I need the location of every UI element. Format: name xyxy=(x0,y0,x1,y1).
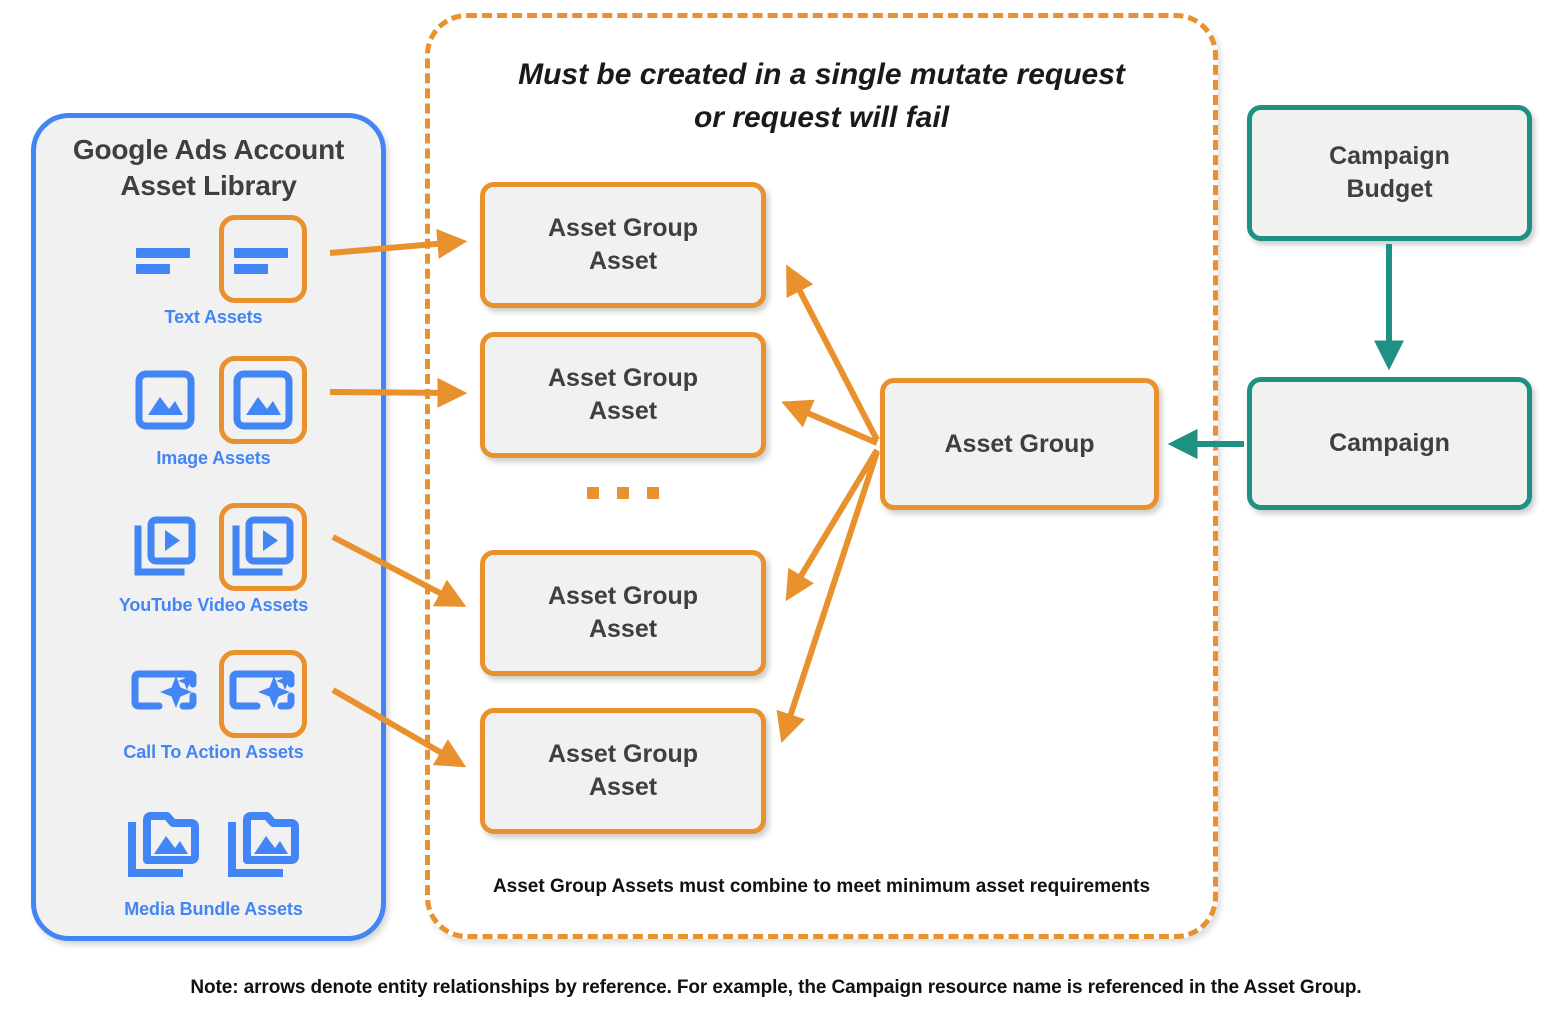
campaign-budget-node[interactable]: Campaign Budget xyxy=(1247,105,1532,241)
asset-row-media-bundle[interactable]: Media Bundle Assets xyxy=(36,793,391,920)
image-asset-icon-glyph xyxy=(135,370,194,430)
asset-label-image: Image Assets xyxy=(156,448,271,468)
media-bundle-asset-icon-group xyxy=(36,793,391,897)
campaign-label: Campaign xyxy=(1329,429,1450,457)
asset-group-asset-node-4[interactable]: Asset Group Asset xyxy=(480,708,766,834)
asset-row-image[interactable]: Image Assets xyxy=(36,354,391,469)
image-asset-icon xyxy=(121,356,209,444)
media-bundle-asset-icon-glyph xyxy=(227,812,299,877)
ellipsis-dot-3 xyxy=(647,487,659,499)
youtube-video-asset-icon-group xyxy=(36,501,391,593)
asset-group-asset-3-line-2: Asset xyxy=(588,615,658,643)
google-ads-asset-library-panel: Google Ads Account Asset Library xyxy=(31,113,386,941)
asset-row-youtube-video[interactable]: YouTube Video Assets xyxy=(36,501,391,616)
campaign-node[interactable]: Campaign xyxy=(1247,377,1532,510)
asset-group-node[interactable]: Asset Group xyxy=(880,378,1159,510)
call-to-action-asset-icon-group xyxy=(36,648,391,740)
asset-group-asset-4-line-2: Asset xyxy=(588,773,658,801)
image-asset-icon-glyph xyxy=(233,370,292,430)
asset-group-asset-node-3[interactable]: Asset Group Asset xyxy=(480,550,766,676)
campaign-budget-line-1: Campaign xyxy=(1329,142,1450,170)
youtube-video-asset-icon-glyph xyxy=(232,516,293,576)
asset-group-asset-2-line-1: Asset Group xyxy=(547,364,699,392)
asset-group-asset-4-line-1: Asset Group xyxy=(547,740,699,768)
text-asset-icon-group xyxy=(36,213,391,305)
youtube-video-asset-icon xyxy=(121,503,209,591)
asset-label-media-bundle: Media Bundle Assets xyxy=(124,899,303,919)
asset-library-title-line-2: Asset Library xyxy=(120,170,297,202)
media-bundle-asset-icon-glyph xyxy=(127,812,199,877)
asset-group-asset-2-line-2: Asset xyxy=(588,397,658,425)
asset-group-assets-requirement-note: Asset Group Assets must combine to meet … xyxy=(492,876,1151,897)
call-to-action-asset-icon-glyph xyxy=(229,670,294,710)
text-asset-icon-glyph xyxy=(233,248,288,274)
image-asset-icon-group xyxy=(36,354,391,446)
mutate-heading-line-1: Must be created in a single mutate reque… xyxy=(518,58,1125,91)
asset-group-asset-1-line-2: Asset xyxy=(588,247,658,275)
text-asset-icon xyxy=(121,215,209,303)
call-to-action-asset-icon-selected[interactable] xyxy=(218,650,307,738)
call-to-action-asset-icon xyxy=(121,650,209,738)
asset-group-asset-3-line-1: Asset Group xyxy=(547,582,699,610)
diagram-footnote: Note: arrows denote entity relationships… xyxy=(190,977,1362,998)
mutate-heading-line-2: or request will fail xyxy=(693,100,950,134)
asset-library-title: Google Ads Account Asset Library xyxy=(36,132,381,205)
media-bundle-asset-icon xyxy=(125,806,203,884)
text-asset-icon-glyph xyxy=(135,248,190,274)
asset-row-call-to-action[interactable]: Call To Action Assets xyxy=(36,648,391,763)
mutate-request-heading: Must be created in a single mutate reque… xyxy=(425,54,1218,139)
ellipsis-dot-1 xyxy=(587,487,599,499)
image-asset-icon-selected[interactable] xyxy=(218,356,307,444)
campaign-budget-line-2: Budget xyxy=(1346,175,1433,203)
media-bundle-asset-icon-secondary xyxy=(225,806,303,884)
asset-group-asset-ellipsis xyxy=(480,487,766,499)
asset-row-text[interactable]: Text Assets xyxy=(36,213,391,328)
asset-label-text: Text Assets xyxy=(164,307,263,327)
ellipsis-dot-2 xyxy=(617,487,629,499)
call-to-action-asset-icon-glyph xyxy=(131,670,196,710)
asset-group-asset-1-line-1: Asset Group xyxy=(547,214,699,242)
asset-group-asset-node-1[interactable]: Asset Group Asset xyxy=(480,182,766,308)
asset-label-call-to-action: Call To Action Assets xyxy=(123,742,304,762)
text-asset-icon-selected[interactable] xyxy=(218,215,307,303)
youtube-video-asset-icon-glyph xyxy=(134,516,195,576)
asset-label-youtube-video: YouTube Video Assets xyxy=(118,595,309,615)
youtube-video-asset-icon-selected[interactable] xyxy=(218,503,307,591)
asset-group-asset-node-2[interactable]: Asset Group Asset xyxy=(480,332,766,458)
asset-library-title-line-1: Google Ads Account xyxy=(72,134,345,165)
asset-group-label: Asset Group xyxy=(944,429,1095,458)
